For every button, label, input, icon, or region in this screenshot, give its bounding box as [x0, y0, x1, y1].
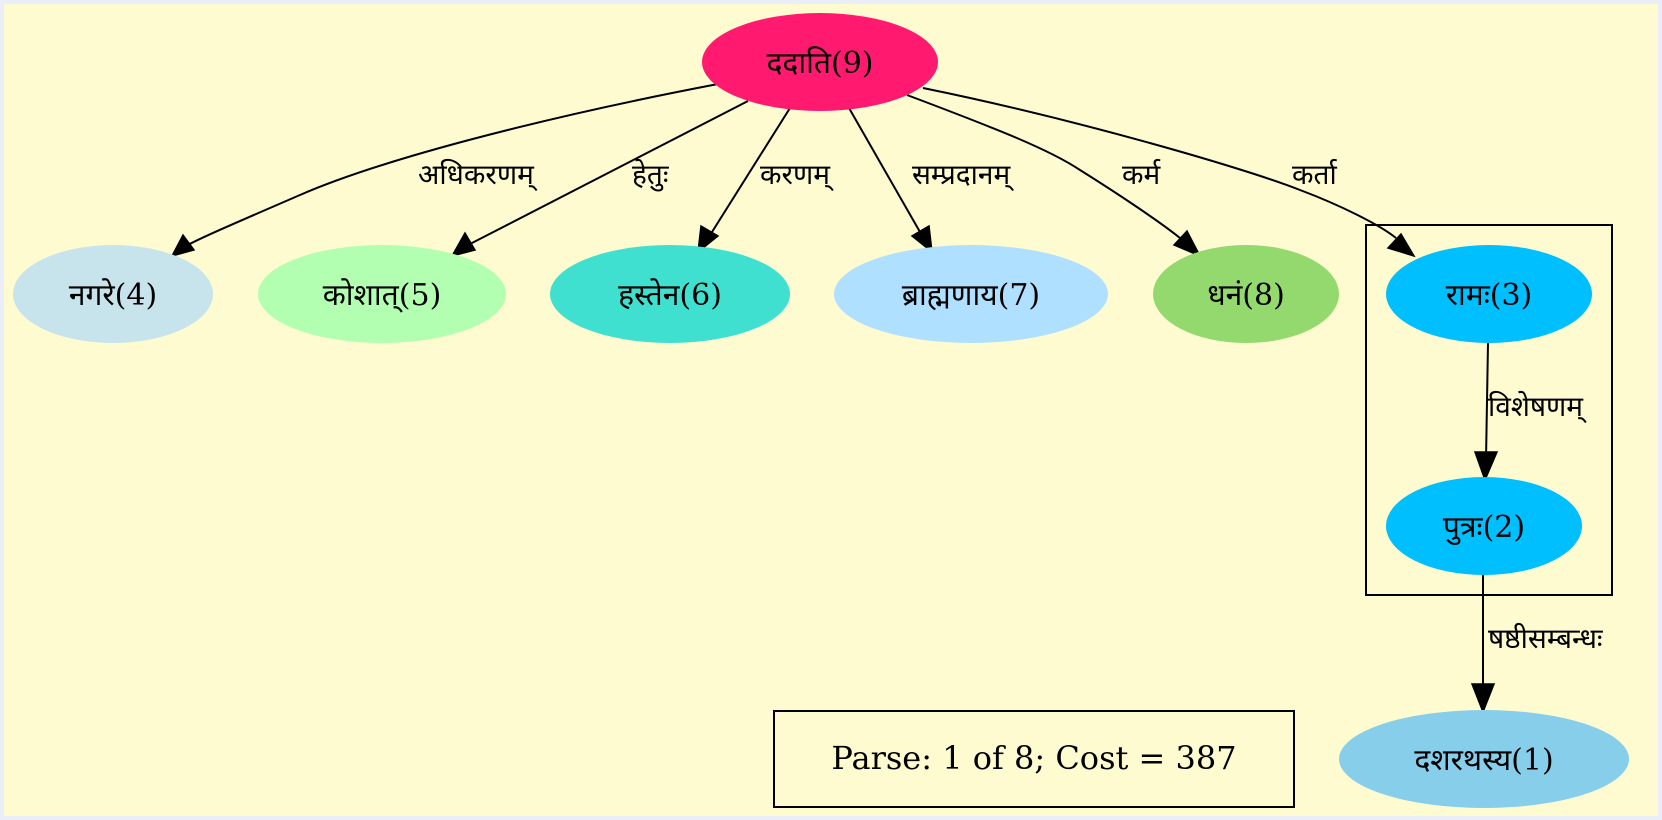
arrowhead-icon	[697, 224, 720, 254]
edge-shashthisambandhah: षष्ठीसम्बन्धः	[1470, 574, 1604, 715]
caption-text: Parse: 1 of 8; Cost = 387	[831, 739, 1236, 777]
node-6[interactable]: हस्तेन(6)	[550, 245, 790, 343]
node-5[interactable]: कोशात्(5)	[258, 245, 506, 343]
node-label: रामः(3)	[1446, 278, 1533, 313]
node-label: कोशात्(5)	[323, 278, 442, 313]
edge-label-karma: कर्म	[1122, 158, 1162, 191]
node-8[interactable]: धनं(8)	[1153, 245, 1339, 343]
node-label: दशरथस्य(1)	[1414, 743, 1553, 778]
node-label: ददाति(9)	[767, 46, 874, 81]
edge-label-karanam: करणम्	[760, 158, 834, 192]
node-ellipse	[13, 245, 213, 343]
arrowhead-icon	[450, 231, 477, 258]
arrowhead-icon	[1386, 232, 1416, 258]
node-ellipse	[1386, 477, 1582, 575]
edge-label-shashthisambandhah: षष्ठीसम्बन्धः	[1488, 622, 1604, 655]
edge-label-adhikaranam: अधिकरणम्	[418, 158, 538, 192]
edge-label-visheshanam: विशेषणम्	[1488, 390, 1587, 424]
edge-karta: कर्ता	[922, 87, 1416, 258]
arrowhead-icon	[1473, 451, 1499, 483]
node-label: नगरे(4)	[69, 278, 157, 313]
edge-hetuh: हेतुः	[450, 100, 749, 258]
edge-sampradanam: सम्प्रदानम्	[848, 107, 1014, 254]
edge-label-hetuh: हेतुः	[632, 158, 670, 192]
node-1[interactable]: दशरथस्य(1)	[1339, 710, 1629, 808]
nodes: ददाति(9) नगरे(4) कोशात्(5) हस्तेन(6) ब्र…	[13, 13, 1629, 808]
edge-adhikaranam: अधिकरणम्	[170, 83, 719, 258]
caption-box	[773, 710, 1295, 808]
node-7[interactable]: ब्राह्मणाय(7)	[834, 245, 1108, 343]
node-3[interactable]: रामः(3)	[1386, 245, 1592, 343]
node-2[interactable]: पुत्रः(2)	[1386, 477, 1582, 575]
edge-label-karta: कर्ता	[1292, 158, 1338, 191]
node-ellipse	[1339, 710, 1629, 808]
node-label: हस्तेन(6)	[618, 278, 722, 313]
node-4[interactable]: नगरे(4)	[13, 245, 213, 343]
arrowhead-icon	[910, 224, 933, 254]
node-label: पुत्रः(2)	[1443, 510, 1525, 546]
node-9[interactable]: ददाति(9)	[702, 13, 938, 111]
arrowhead-icon	[1172, 229, 1202, 258]
node-ellipse	[1386, 245, 1592, 343]
parse-caption: Parse: 1 of 8; Cost = 387	[773, 710, 1295, 808]
node-ellipse	[550, 245, 790, 343]
arrowhead-icon	[170, 233, 196, 258]
node-label: धनं(8)	[1207, 278, 1285, 313]
cluster-box	[1365, 224, 1613, 596]
node-ellipse	[834, 245, 1108, 343]
node-label: ब्राह्मणाय(7)	[902, 278, 1040, 313]
arrowhead-icon	[1470, 683, 1496, 715]
diagram-background	[4, 4, 1658, 816]
node-ellipse	[702, 13, 938, 111]
edge-karma: कर्म	[906, 94, 1202, 258]
node-ellipse	[1153, 245, 1339, 343]
edge-visheshanam: विशेषणम्	[1473, 342, 1587, 483]
node-ellipse	[258, 245, 506, 343]
edge-karanam: करणम्	[697, 107, 834, 254]
edge-label-sampradanam: सम्प्रदानम्	[912, 158, 1014, 192]
edges: अधिकरणम् हेतुः करणम् सम्प्रदानम् कर्म कर…	[170, 83, 1604, 715]
